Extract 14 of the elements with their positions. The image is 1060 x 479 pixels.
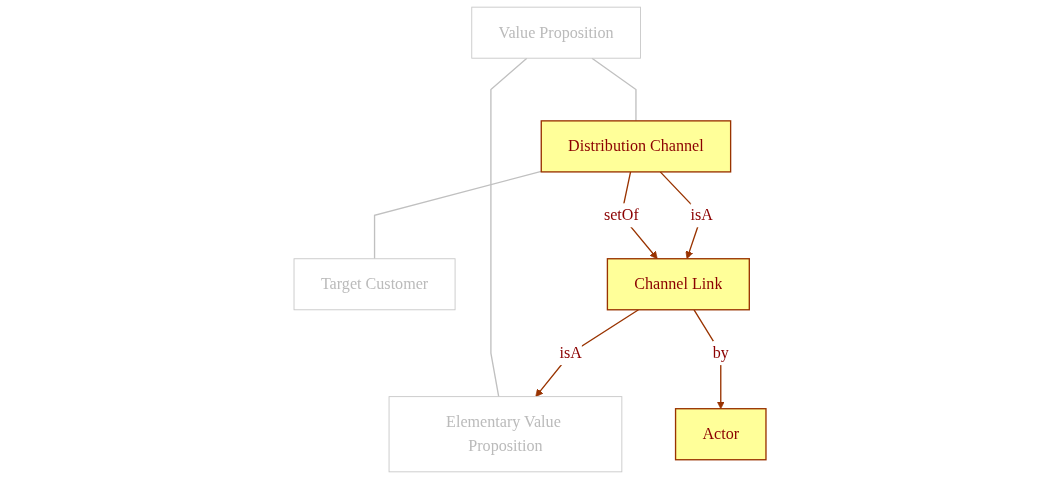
arrow: [535, 309, 640, 397]
edge-label: by: [712, 343, 729, 362]
node-box: Distribution Channel: [540, 120, 732, 173]
node-box: Target Customer: [293, 258, 456, 311]
node-box: Channel Link: [606, 258, 750, 311]
node-box: Actor: [674, 408, 767, 461]
connector: [373, 170, 542, 260]
connector: [490, 57, 528, 398]
node-box: Elementary Value Proposition: [388, 396, 623, 473]
node-box: Value Proposition: [471, 6, 641, 59]
edge-label: isA: [559, 343, 582, 362]
edge-label: isA: [690, 205, 713, 224]
connector: [591, 57, 637, 122]
edge-label: setOf: [603, 205, 639, 224]
